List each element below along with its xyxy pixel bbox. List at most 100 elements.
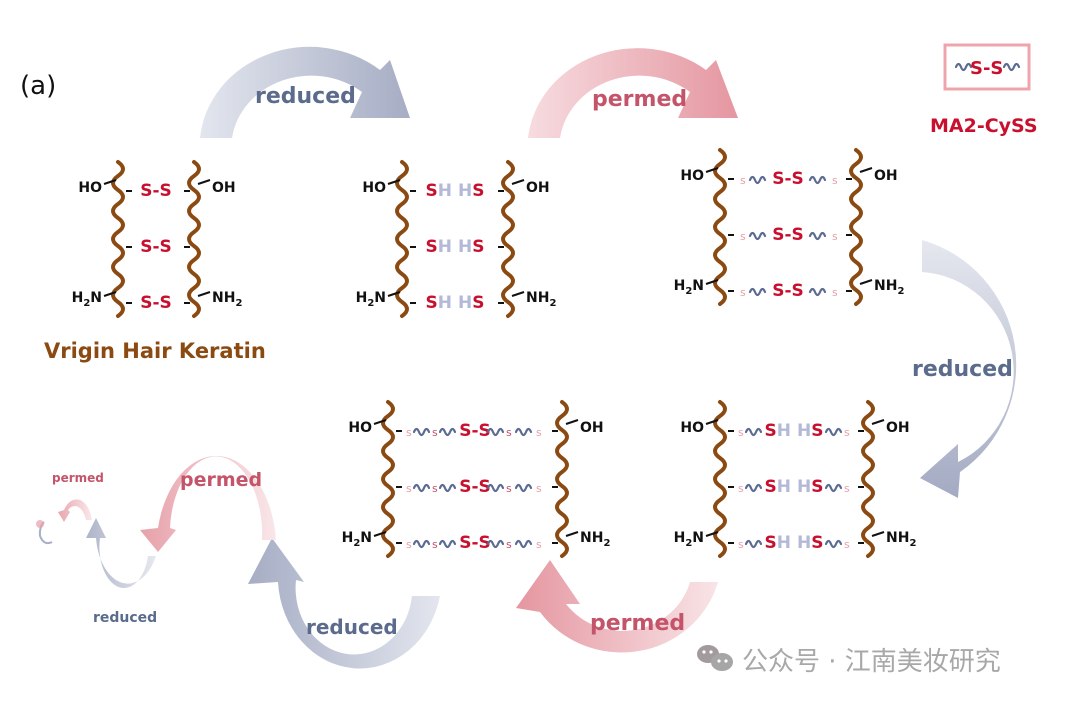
arrow-label-permed-6: permed: [180, 469, 262, 491]
end-group-top-left: HO: [348, 420, 372, 436]
disulfide-bond: S-S: [772, 225, 804, 245]
bond-line: [197, 291, 211, 297]
bond-line: [705, 279, 719, 285]
end-group-top-left: HO: [362, 180, 386, 196]
end-group-bottom-right: NH2: [526, 290, 556, 309]
linker-icon: [438, 483, 457, 493]
bond-line: [387, 291, 401, 297]
crosslink-row: s S-S s: [728, 225, 852, 245]
keratin-chain-right: [849, 148, 863, 306]
bond-line: [373, 531, 387, 537]
light-sulfur: s: [832, 174, 838, 187]
crosslink-row: S-S: [126, 181, 190, 201]
permed-arrow-4: permed: [516, 560, 718, 653]
light-sulfur: s: [844, 482, 850, 495]
bond-line: [705, 531, 719, 537]
arrow-label-reduced-3: reduced: [912, 357, 1013, 382]
legend: S-S MA2-CySS: [930, 43, 1038, 137]
light-sulfur: s: [740, 230, 746, 243]
crosslink-row: SH HS: [410, 181, 504, 201]
sulfur: s: [506, 538, 512, 551]
arrow-label-permed-2: permed: [592, 87, 687, 112]
arrow-label-permed-8: permed: [52, 471, 104, 485]
reduced-arrow-3: reduced: [912, 240, 1017, 498]
linker-icon: [824, 483, 843, 493]
bond-line: [197, 179, 211, 185]
thiol-pair: SH HS: [426, 181, 485, 201]
linker-icon: [824, 539, 843, 549]
bond-line: [871, 531, 885, 537]
permed-arrow-2: permed: [528, 48, 738, 138]
crosslink-row: S-S: [126, 293, 190, 313]
light-sulfur: s: [740, 286, 746, 299]
linker-icon: [808, 175, 827, 185]
end-group-top-left: HO: [78, 180, 102, 196]
arrow-label-permed-4: permed: [590, 611, 685, 636]
start-label: Vrigin Hair Keratin: [44, 339, 266, 363]
bond-line: [373, 419, 387, 425]
keratin-chain-right: [187, 160, 201, 318]
light-sulfur: s: [406, 426, 412, 439]
end-group-bottom-right: NH2: [212, 290, 242, 309]
disulfide-bond: S-S: [140, 181, 172, 201]
reduced-arrow-1: reduced: [200, 46, 410, 138]
end-group-bottom-left: H2N: [674, 278, 704, 297]
disulfide-bond: S-S: [459, 533, 491, 553]
linker-icon: [744, 427, 763, 437]
bond-line: [871, 419, 885, 425]
light-sulfur: s: [832, 230, 838, 243]
linker-icon: [808, 231, 827, 241]
disulfide-bond: S-S: [772, 169, 804, 189]
linker-icon: [748, 175, 767, 185]
linker-icon: [412, 427, 431, 437]
bond-line: [859, 167, 873, 173]
linker-icon: [514, 483, 533, 493]
linker-icon: [808, 287, 827, 297]
bond-line: [565, 419, 579, 425]
light-sulfur: s: [536, 538, 542, 551]
keratin-chain-right: [501, 160, 515, 318]
linker-icon: [438, 539, 457, 549]
end-group-top-left: HO: [680, 420, 704, 436]
bond-line: [511, 179, 525, 185]
wechat-icon: [697, 645, 733, 671]
end-group-top-right: OH: [886, 420, 910, 436]
linker-icon: [412, 539, 431, 549]
thiol-pair: SH HS: [765, 421, 824, 441]
linker-icon: [412, 483, 431, 493]
legend-symbol: S-S: [970, 58, 1003, 79]
end-group-top-right: OH: [526, 180, 550, 196]
end-group-bottom-left: H2N: [356, 290, 386, 309]
watermark: 公众号 · 江南美妆研究: [697, 645, 1001, 677]
end-group-top-right: OH: [580, 420, 604, 436]
bond-line: [705, 419, 719, 425]
panel-label: (a): [20, 71, 56, 101]
end-group-bottom-right: NH2: [886, 530, 916, 549]
sulfur: s: [432, 426, 438, 439]
linker-icon: [748, 287, 767, 297]
bond-line: [565, 531, 579, 537]
linker-icon: [438, 427, 457, 437]
bond-line: [387, 179, 401, 185]
light-sulfur: s: [738, 538, 744, 551]
thiol-pair: SH HS: [426, 293, 485, 313]
arrow-label-reduced-7: reduced: [93, 610, 157, 626]
reduced-arrow-5: reduced: [248, 538, 440, 669]
end-group-bottom-left: H2N: [72, 290, 102, 309]
sulfur: s: [432, 538, 438, 551]
light-sulfur: s: [844, 426, 850, 439]
linker-icon: [824, 427, 843, 437]
light-sulfur: s: [536, 426, 542, 439]
crosslink-row: SH HS: [410, 293, 504, 313]
disulfide-bond: S-S: [140, 293, 172, 313]
bond-line: [859, 279, 873, 285]
light-sulfur: s: [406, 482, 412, 495]
